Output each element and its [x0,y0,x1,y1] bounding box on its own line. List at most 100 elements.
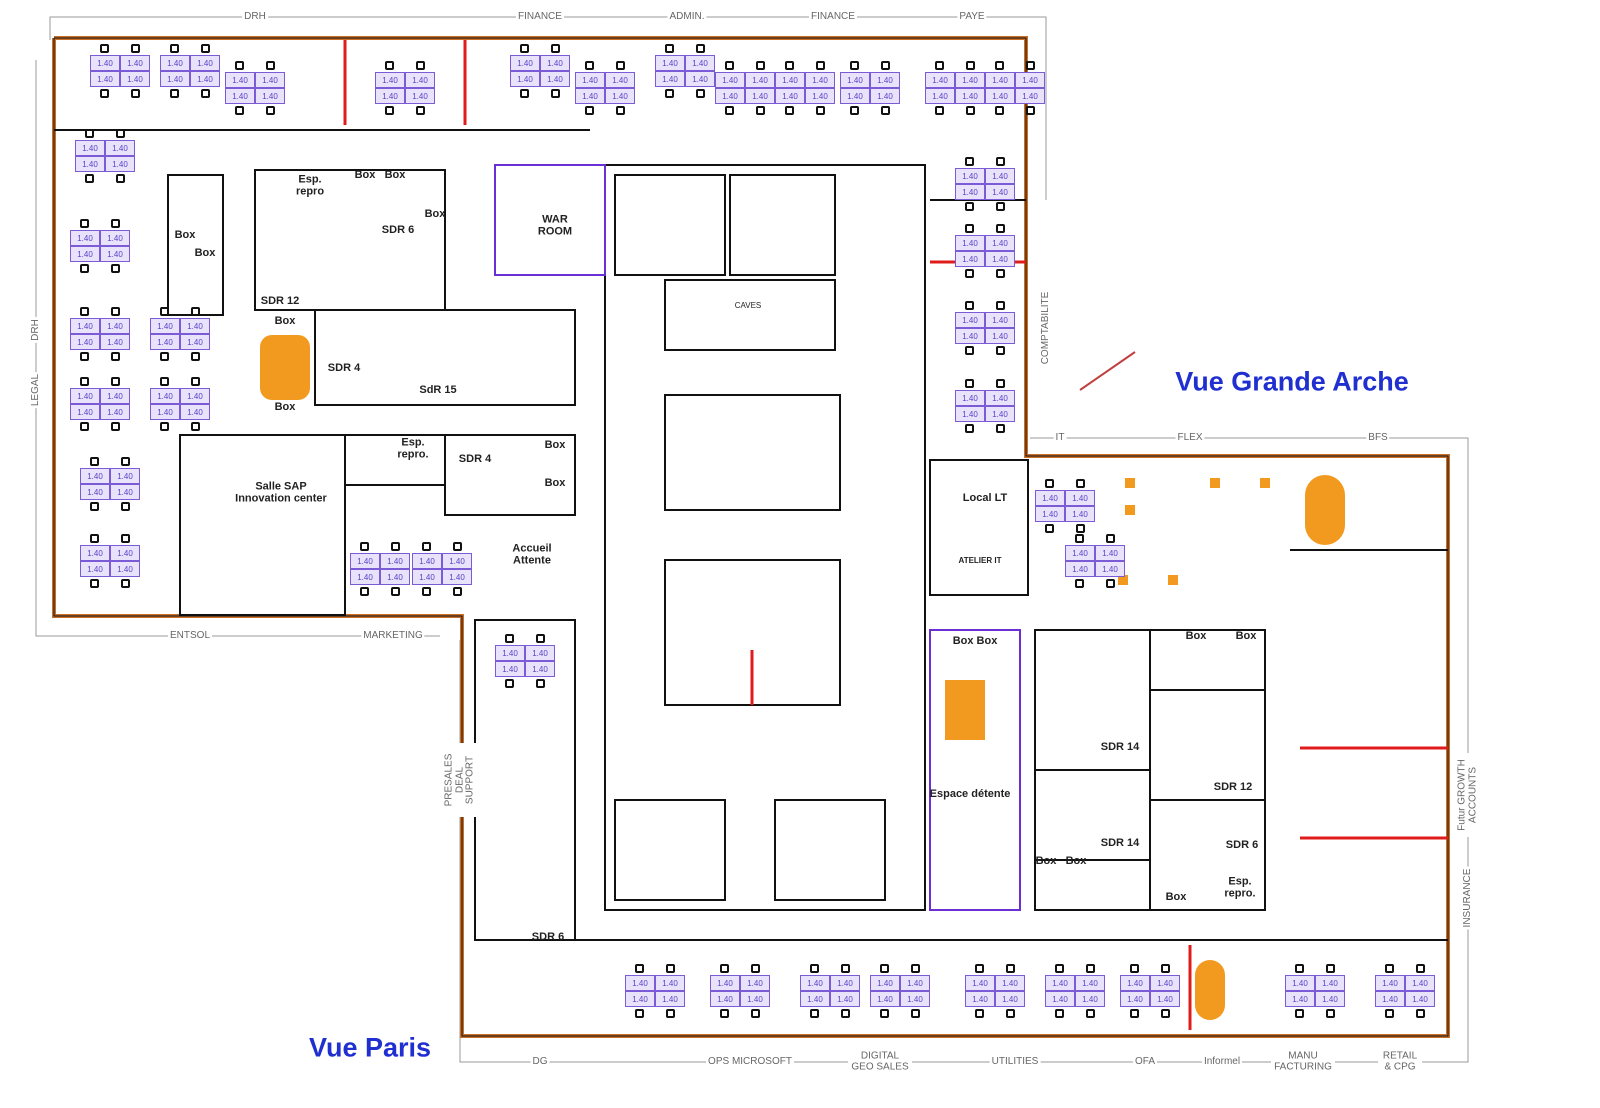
desk: 1.40 [150,388,180,404]
room-label: Box [174,229,196,242]
desk: 1.40 [995,975,1025,991]
desk: 1.40 [70,334,100,350]
desk: 1.40 [80,468,110,484]
chair [935,106,944,115]
chair [616,106,625,115]
chair [996,157,1005,166]
chair [1006,964,1015,973]
desk: 1.40 [180,318,210,334]
desk: 1.40 [900,991,930,1007]
zone-label: PAYE [957,10,987,23]
chair [850,106,859,115]
chair [881,61,890,70]
view-arrow [1079,351,1136,391]
zone-label: DRH [29,317,42,343]
desk: 1.40 [80,484,110,500]
chair [80,352,89,361]
zone-label: FINANCE [809,10,857,23]
desk: 1.40 [90,55,120,71]
room-label: Box [384,169,406,182]
zone-label: INSURANCE [1461,866,1474,930]
desk: 1.40 [710,975,740,991]
zone-label: MANU FACTURING [1271,1051,1335,1073]
room-label: SDR 4 [458,453,492,466]
zone-label: DIGITAL GEO SALES [848,1051,912,1073]
chair [80,377,89,386]
desk: 1.40 [745,88,775,104]
desk: 1.40 [120,71,150,87]
desk: 1.40 [985,235,1015,251]
chair [160,377,169,386]
desk: 1.40 [90,71,120,87]
view-label-grande-arche: Vue Grande Arche [1175,366,1409,397]
zone-label: Informel [1201,1055,1243,1068]
chair [121,502,130,511]
chair [996,269,1005,278]
room-label: Box [354,169,376,182]
desk: 1.40 [625,991,655,1007]
desk: 1.40 [100,404,130,420]
dimension-lines [35,16,1469,1063]
desk: 1.40 [1065,506,1095,522]
chair [385,106,394,115]
desk: 1.40 [255,88,285,104]
desk: 1.40 [1375,991,1405,1007]
desk: 1.40 [120,55,150,71]
desk: 1.40 [625,975,655,991]
chair [585,61,594,70]
chair [995,106,1004,115]
desk: 1.40 [190,55,220,71]
room-label: Esp. repro [295,173,325,197]
desk: 1.40 [100,388,130,404]
chair [121,579,130,588]
chair [422,587,431,596]
chair [121,457,130,466]
chair [996,346,1005,355]
desk: 1.40 [870,72,900,88]
chair [191,422,200,431]
desk: 1.40 [830,991,860,1007]
chair [1161,1009,1170,1018]
desk: 1.40 [900,975,930,991]
chair [80,307,89,316]
chair [160,422,169,431]
chair [665,44,674,53]
view-label-paris: Vue Paris [308,1032,432,1063]
desk: 1.40 [740,991,770,1007]
desk: 1.40 [160,71,190,87]
chair [235,106,244,115]
chair [725,106,734,115]
room-label: Box [1065,855,1087,868]
desk: 1.40 [1285,991,1315,1007]
desk: 1.40 [525,661,555,677]
desk: 1.40 [180,334,210,350]
desk: 1.40 [510,55,540,71]
room-label: Box [1235,630,1257,643]
chair [85,174,94,183]
desk: 1.40 [985,328,1015,344]
chair [505,634,514,643]
chair [536,679,545,688]
desk: 1.40 [525,645,555,661]
chair [1076,479,1085,488]
zone-label: RETAIL & CPG [1378,1051,1422,1073]
desk: 1.40 [1015,72,1045,88]
chair [880,964,889,973]
desk: 1.40 [1285,975,1315,991]
room-label: Local LT [962,492,1008,505]
chair [880,1009,889,1018]
desk: 1.40 [955,251,985,267]
chair [100,44,109,53]
chair [111,422,120,431]
desk: 1.40 [540,71,570,87]
chair [266,106,275,115]
chair [80,422,89,431]
chair [90,579,99,588]
chair [191,307,200,316]
desk: 1.40 [800,991,830,1007]
chair [975,964,984,973]
room-label: Box [424,208,446,221]
chair [841,1009,850,1018]
chair [996,224,1005,233]
